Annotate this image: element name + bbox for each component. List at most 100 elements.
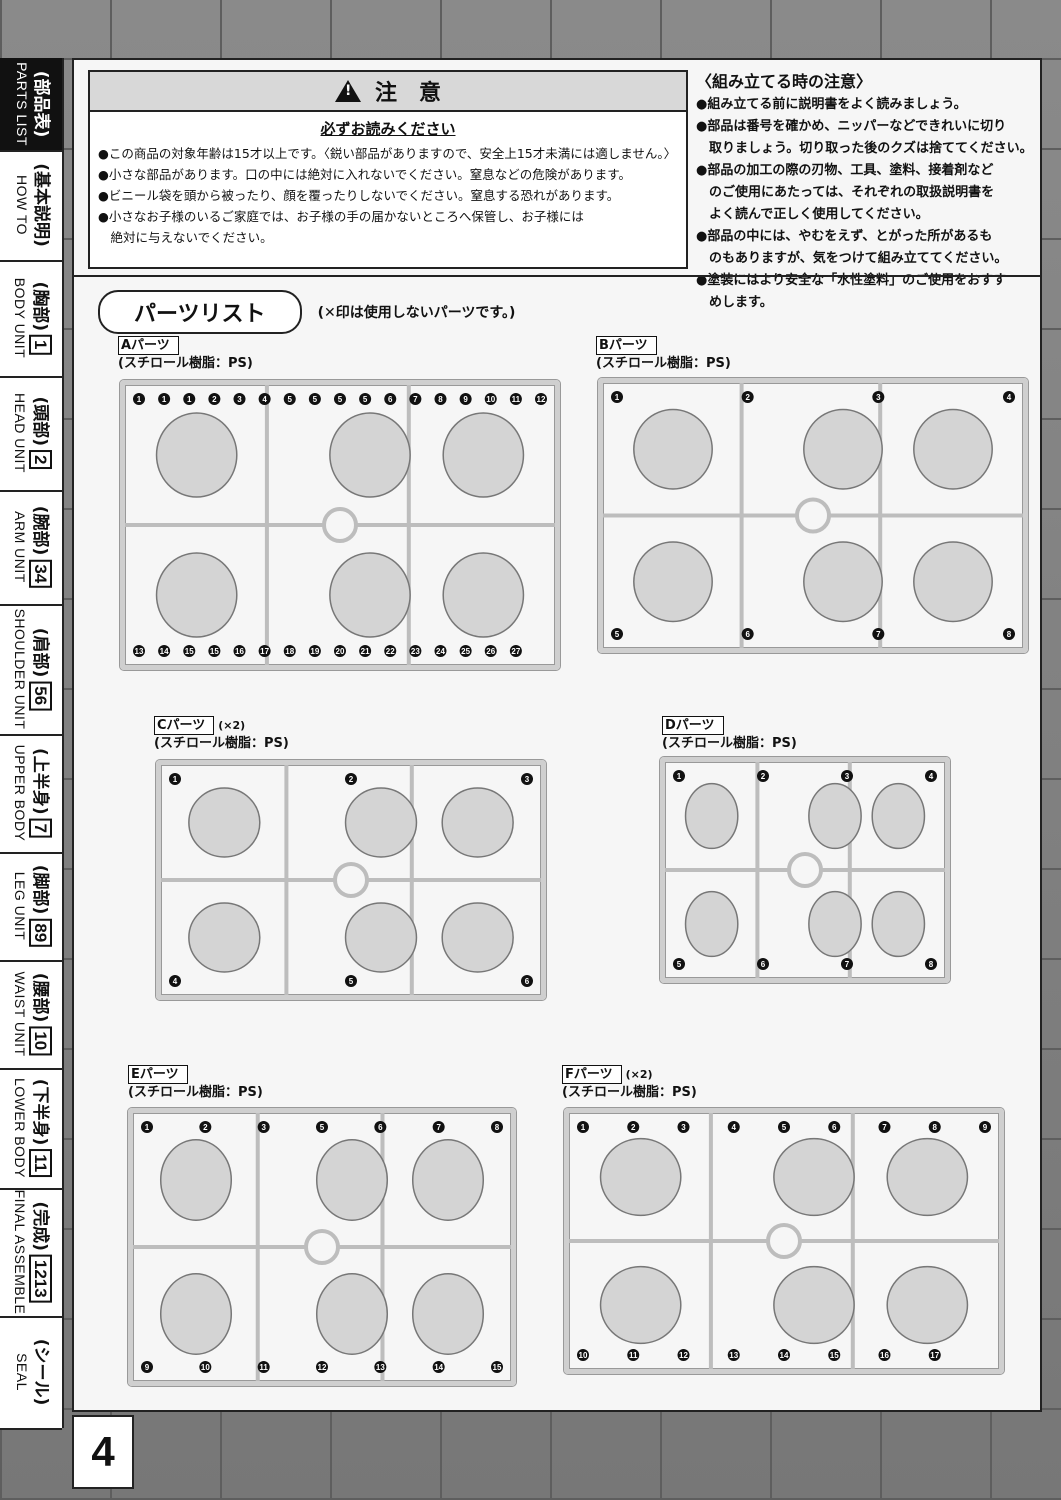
part-number: 1 [677, 772, 682, 781]
part-number: 8 [933, 1123, 938, 1132]
part-number-marker: 6 [521, 975, 533, 987]
part-number-marker: 5 [316, 1121, 328, 1133]
part-number: 6 [832, 1123, 837, 1132]
part-number: 3 [261, 1123, 266, 1132]
section-tab-en: SHOULDER UNIT [12, 608, 28, 730]
part-number-marker: 16 [878, 1349, 891, 1361]
parts-list-note: (✕印は使用しないパーツです。) [317, 305, 516, 321]
part-number-marker: 1 [673, 770, 685, 782]
part-number: 20 [336, 647, 345, 656]
part-number: 4 [1007, 393, 1012, 402]
section-tab-en: WAIST UNIT [12, 971, 28, 1057]
notice-line: ●部品の加工の際の刃物、工具、塗料、接着剤など [696, 163, 994, 178]
plastic-part [188, 787, 261, 858]
part-number: 15 [210, 647, 219, 656]
section-tab-en: UPPER BODY [12, 744, 28, 842]
section-tab-heading: (下半身)11 [29, 1078, 52, 1178]
section-tab-jp: (頭部) [30, 396, 50, 447]
part-number-marker: 5 [611, 628, 623, 640]
part-number-marker: 27 [509, 645, 522, 657]
part-number-marker: 1 [141, 1121, 153, 1133]
section-tab-en: HEAD UNIT [12, 393, 28, 473]
part-number-marker: 23 [409, 645, 422, 657]
part-number: 16 [235, 647, 244, 656]
part-number-marker: 20 [334, 645, 346, 657]
plastic-part [344, 787, 418, 858]
part-number: 18 [285, 647, 294, 656]
plastic-part [913, 408, 993, 490]
section-tab-en: HOW TO [14, 174, 30, 236]
runner-C-label: Cパーツ(×2) (スチロール樹脂：PS) [154, 716, 289, 752]
plastic-part [808, 782, 862, 850]
section-tab-en: ARM UNIT [12, 511, 28, 583]
page-number: 4 [72, 1415, 134, 1489]
part-number-marker: 4 [925, 770, 937, 782]
part-number-marker: 9 [979, 1121, 991, 1133]
part-number: 7 [882, 1123, 887, 1132]
part-number-marker: 2 [345, 773, 357, 785]
section-tab-jp: (胸部) [30, 281, 50, 332]
part-number-marker: 2 [627, 1121, 640, 1133]
runner-material: (スチロール樹脂：PS) [596, 356, 731, 371]
section-tab-heading: (胸部) 1 [29, 278, 52, 358]
plastic-part [803, 541, 883, 623]
part-number: 2 [761, 772, 766, 781]
part-number-marker: 18 [283, 645, 296, 657]
part-number: 2 [631, 1123, 636, 1132]
part-number: 11 [629, 1351, 638, 1360]
plastic-part [871, 890, 926, 958]
plastic-part [633, 541, 713, 623]
part-number-marker: 12 [677, 1349, 690, 1361]
part-number-marker: 8 [434, 393, 447, 405]
part-number-marker: 5 [673, 958, 685, 970]
section-tab[interactable]: (シール)SEAL [0, 1316, 62, 1430]
part-number: 1 [162, 395, 167, 404]
part-number-marker: 15 [183, 645, 196, 657]
part-number: 11 [512, 395, 521, 404]
plastic-part [599, 1265, 682, 1345]
section-tab[interactable]: (基本説明)HOW TO [0, 150, 62, 262]
sprue-hub [304, 1229, 340, 1265]
part-number-marker: 6 [757, 958, 769, 970]
plastic-part [773, 1265, 855, 1345]
part-number: 3 [876, 393, 881, 402]
part-number-marker: 11 [627, 1349, 640, 1361]
part-number-marker: 2 [741, 391, 754, 403]
part-number: 1 [615, 393, 620, 402]
part-number: 15 [185, 647, 194, 656]
plastic-part [315, 1273, 389, 1355]
part-number: 5 [338, 395, 343, 404]
runner-material: (スチロール樹脂：PS) [562, 1085, 697, 1100]
part-number: 13 [729, 1351, 738, 1360]
part-number-marker: 19 [308, 645, 321, 657]
part-number: 1 [187, 395, 192, 404]
part-number-marker: 5 [778, 1121, 790, 1133]
part-number: 6 [388, 395, 393, 404]
runner-material: (スチロール樹脂：PS) [128, 1085, 263, 1100]
part-number: 3 [681, 1123, 686, 1132]
section-tab-en: FINAL ASSEMBLE [12, 1189, 28, 1315]
part-number: 9 [463, 395, 468, 404]
part-number-marker: 2 [208, 393, 221, 405]
part-number: 12 [318, 1363, 327, 1372]
section-tab-number: 1 [29, 335, 52, 355]
part-number-marker: 16 [233, 645, 246, 657]
part-number-marker: 15 [828, 1349, 841, 1361]
part-number: 7 [436, 1123, 441, 1132]
parts-list-title: パーツリスト [98, 290, 302, 334]
part-number-marker: 7 [841, 958, 853, 970]
section-tab[interactable]: (部品表)PARTS LIST [0, 58, 62, 152]
